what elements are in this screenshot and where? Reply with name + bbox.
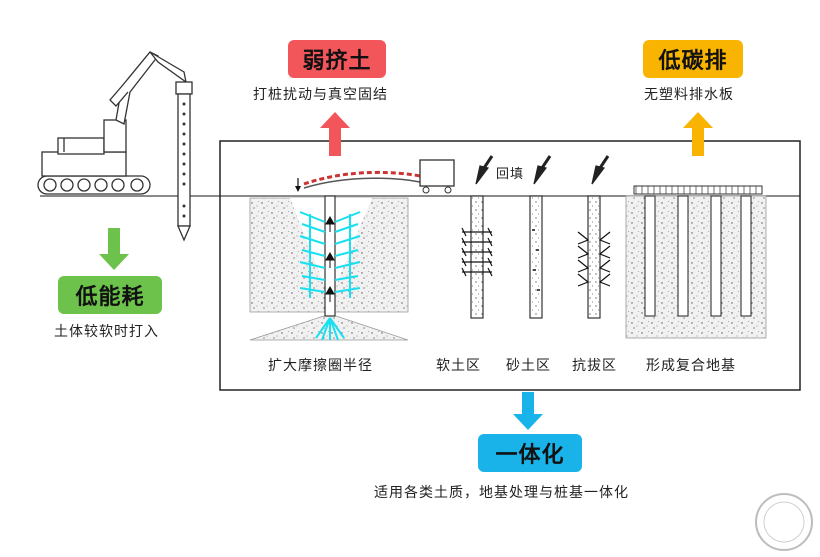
badge-integrated-sub: 适用各类土质，地基处理与桩基一体化: [374, 485, 629, 501]
down-arrow-green: [99, 228, 129, 270]
process-frame: [219, 140, 801, 391]
composite-foundation: [625, 185, 767, 339]
badge-integrated: 一体化: [478, 434, 582, 472]
up-arrow-red: [320, 112, 350, 156]
pile-driver-machine: [37, 51, 193, 195]
sand-soil-pile: [529, 195, 543, 319]
up-arrow-orange: [683, 112, 713, 156]
badge-weak-compaction: 弱挤土: [288, 40, 386, 78]
label-uplift: 抗拔区: [572, 358, 617, 374]
label-backfill: 回填: [496, 167, 525, 182]
uplift-resistant-pile: [577, 195, 611, 319]
badge-low-energy: 低能耗: [58, 276, 162, 314]
badge-low-carbon: 低碳排: [643, 40, 743, 78]
friction-zone-section: [249, 178, 409, 341]
backfill-funnel-icons: [475, 155, 610, 185]
label-soft-soil: 软土区: [436, 358, 481, 374]
label-composite-foundation: 形成复合地基: [646, 358, 736, 374]
soft-soil-pile: [461, 195, 493, 319]
university-seal-logo: [755, 493, 813, 551]
down-arrow-blue: [513, 392, 543, 430]
label-sand-soil: 砂土区: [506, 358, 551, 374]
badge-low-carbon-sub: 无塑料排水板: [644, 87, 734, 103]
badge-low-energy-sub: 土体较软时打入: [54, 324, 159, 340]
driven-pile-with-holes: [177, 93, 191, 242]
vacuum-pump-and-hose: [303, 159, 455, 194]
label-friction-radius: 扩大摩擦圈半径: [268, 358, 373, 374]
badge-weak-compaction-sub: 打桩扰动与真空固结: [253, 87, 388, 103]
